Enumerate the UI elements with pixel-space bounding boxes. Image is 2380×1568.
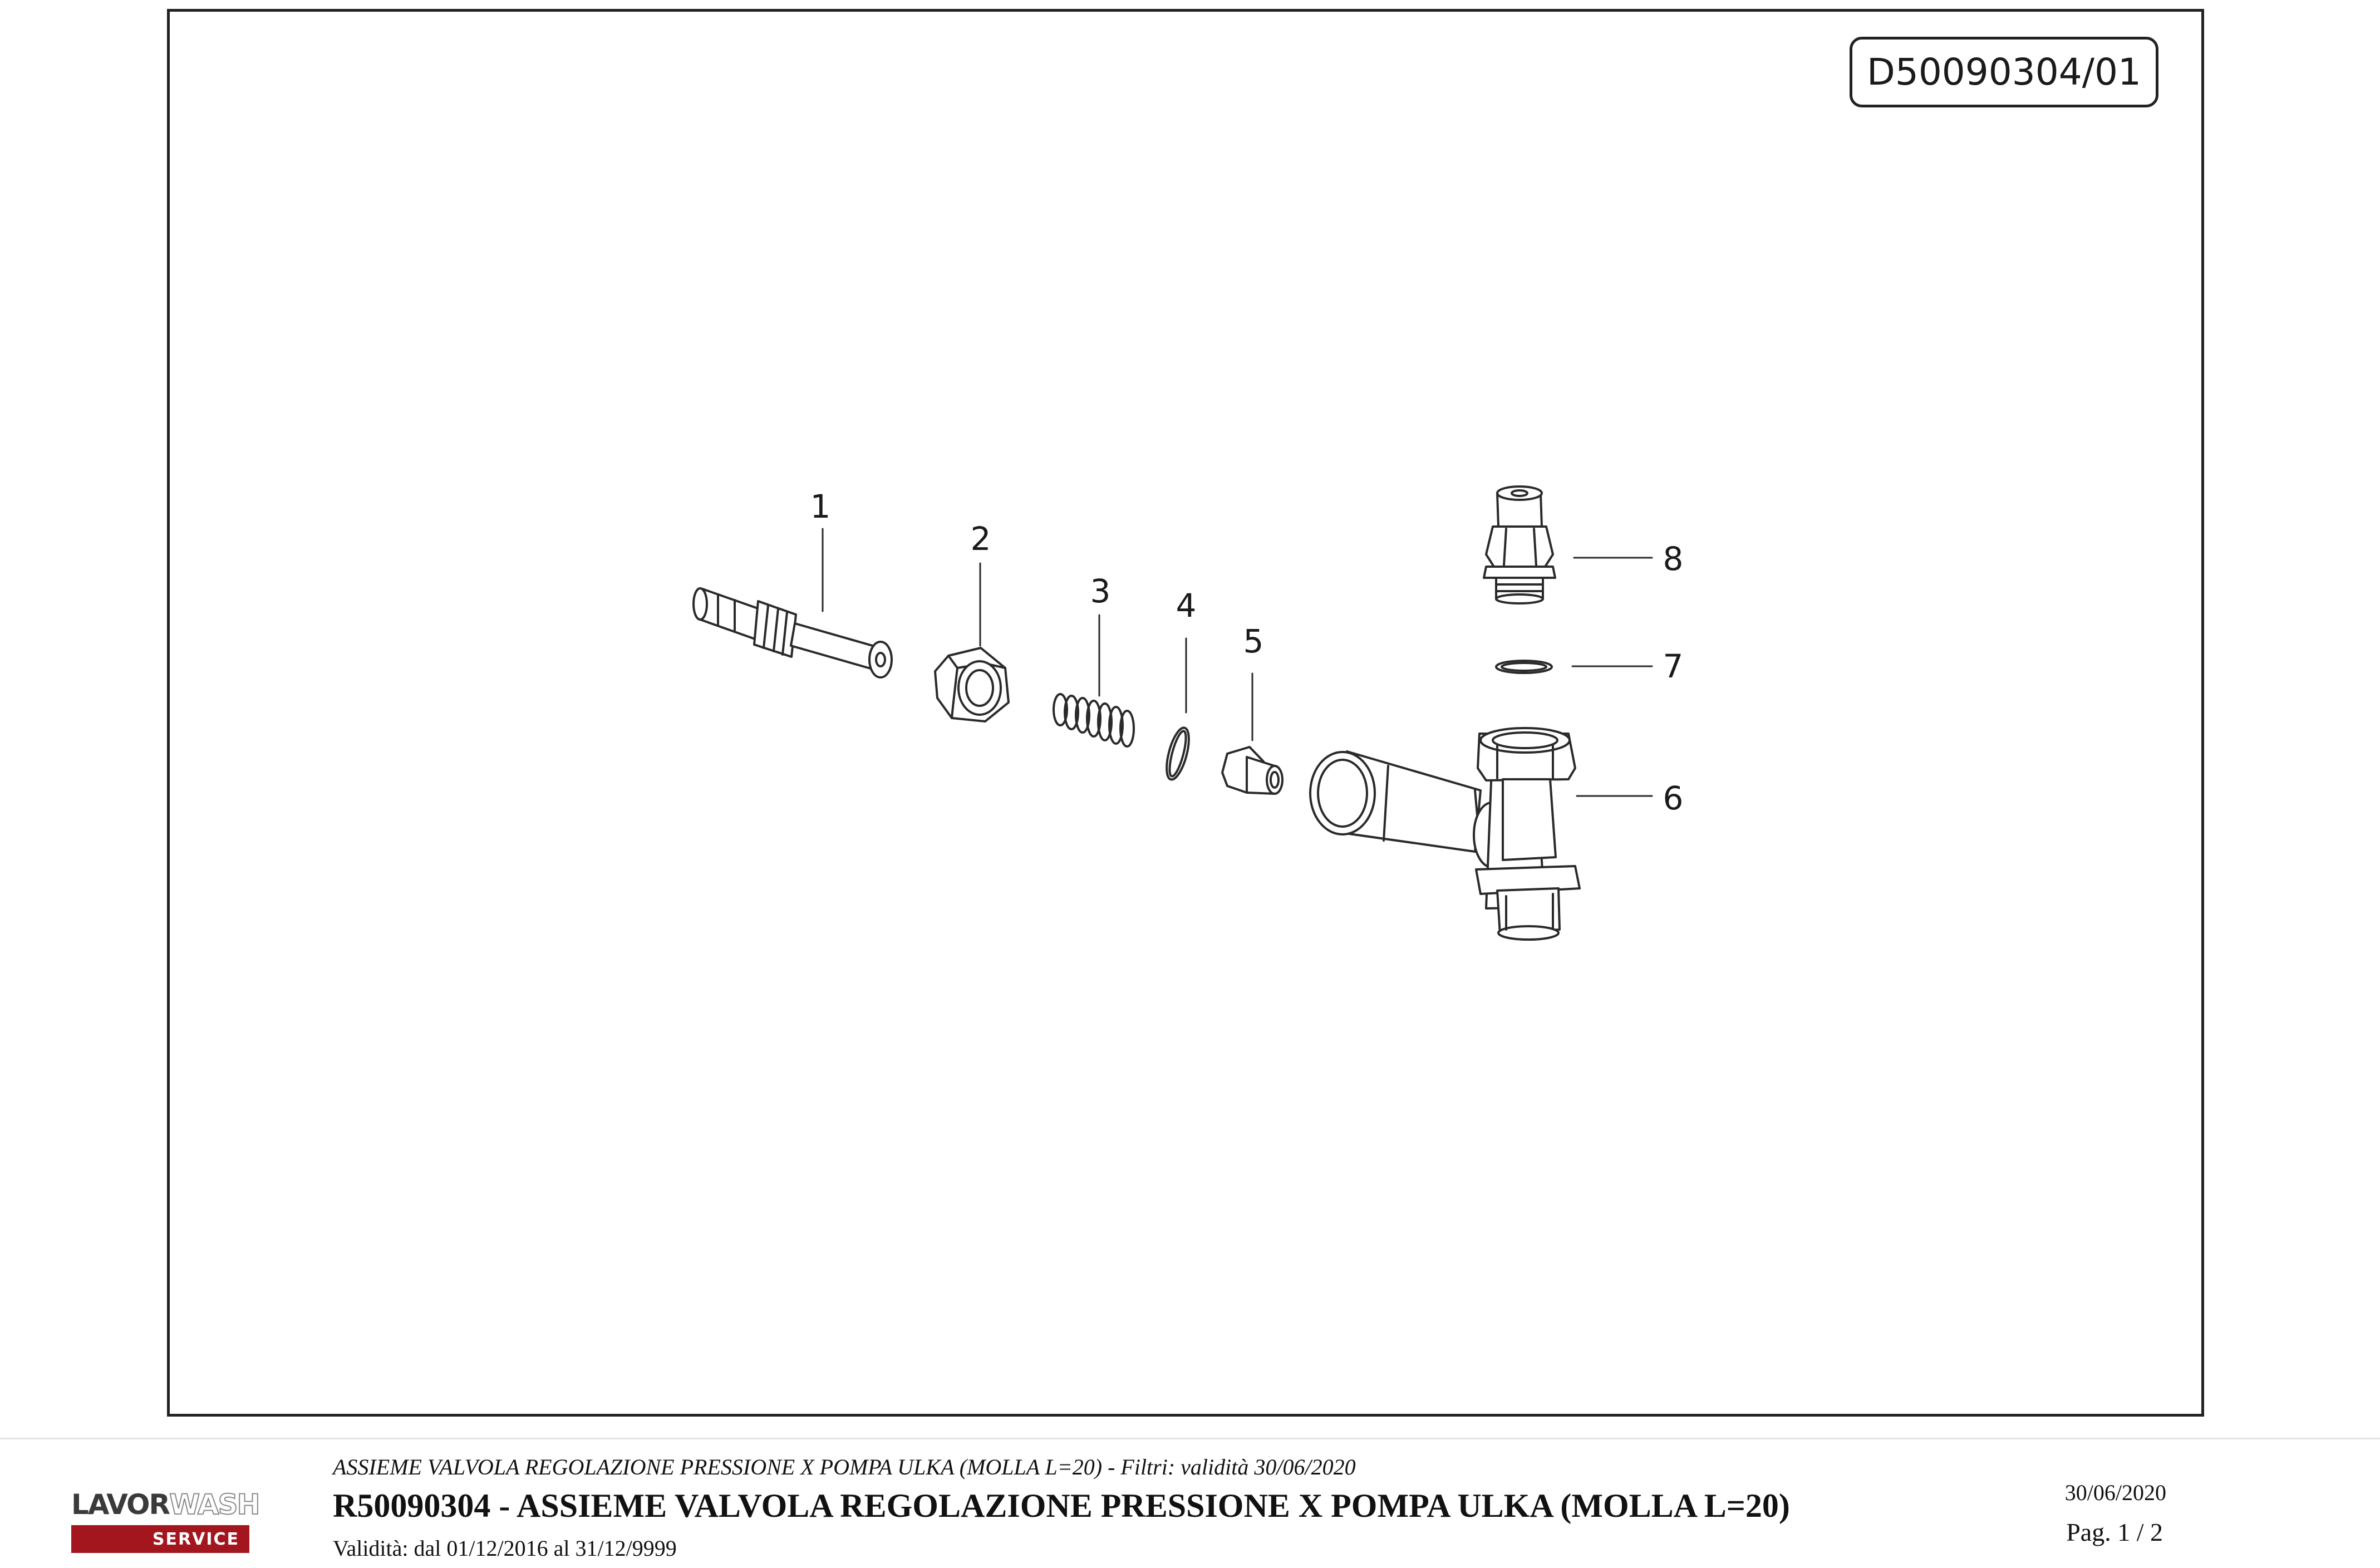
print-date: 30/06/2020	[2064, 1480, 2166, 1505]
part-7-gasket-ring	[1495, 660, 1553, 674]
callout-4: 4	[1176, 587, 1197, 625]
part-3-spring	[1053, 693, 1135, 748]
document-title: R50090304 - ASSIEME VALVOLA REGOLAZIONE …	[333, 1487, 1790, 1524]
callout-1: 1	[810, 488, 831, 525]
callout-2: 2	[971, 520, 991, 558]
part-5-valve-seat	[1221, 746, 1284, 795]
logo-service-text: SERVICE	[152, 1529, 239, 1549]
callout-8: 8	[1663, 540, 1684, 578]
part-4-o-ring	[1166, 726, 1190, 781]
drawing-code: D50090304/01	[1850, 37, 2158, 107]
callout-7: 7	[1663, 647, 1684, 685]
part-2-hex-nut	[934, 647, 1010, 722]
leader-lines	[822, 528, 1653, 797]
document-subtitle: ASSIEME VALVOLA REGOLAZIONE PRESSIONE X …	[333, 1454, 1356, 1479]
logo-service-bar: SERVICE	[71, 1525, 249, 1553]
logo-lavor-text: LAVOR	[71, 1488, 170, 1521]
part-1-valve-stem	[692, 587, 893, 679]
callout-6: 6	[1663, 779, 1684, 817]
footer-divider	[0, 1438, 2380, 1439]
callout-3: 3	[1090, 572, 1111, 610]
callout-5: 5	[1243, 622, 1264, 660]
part-6-valve-body	[1309, 727, 1581, 941]
validity-range: Validità: dal 01/12/2016 al 31/12/9999	[333, 1536, 677, 1561]
logo-wash-text: WASH	[169, 1488, 260, 1521]
page-indicator: Pag. 1 / 2	[2066, 1518, 2163, 1546]
part-8-threaded-fitting	[1483, 485, 1556, 604]
